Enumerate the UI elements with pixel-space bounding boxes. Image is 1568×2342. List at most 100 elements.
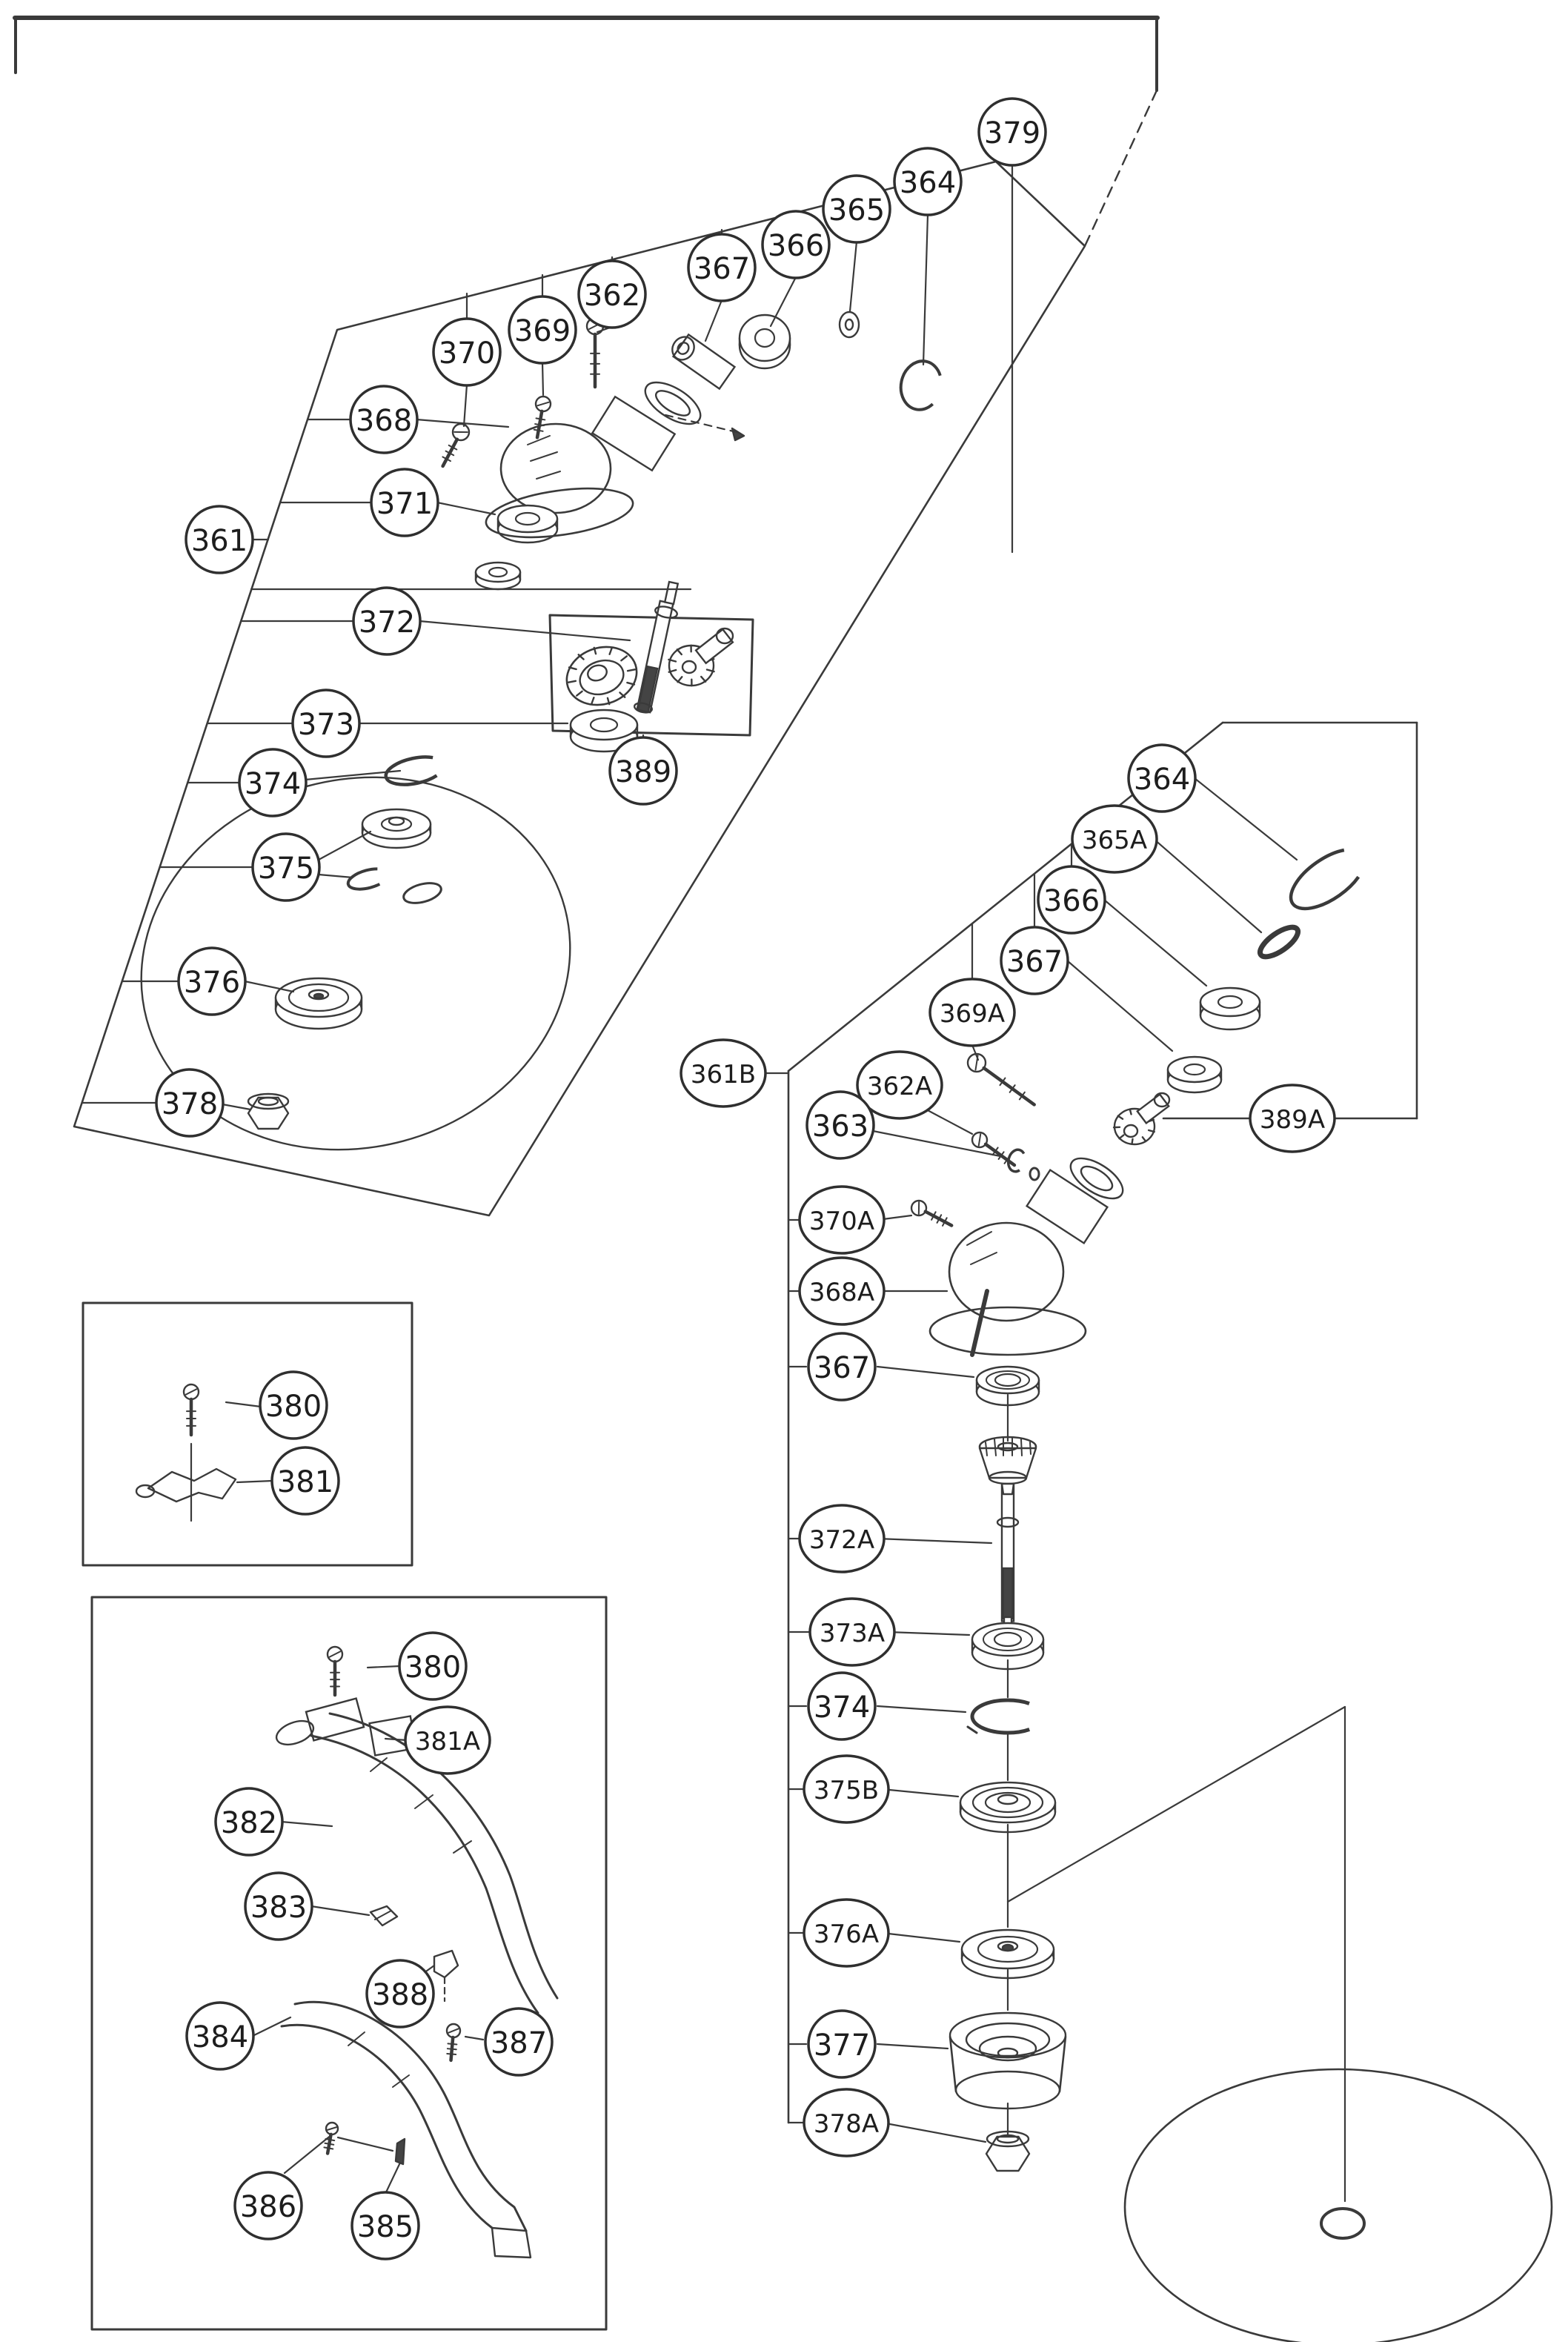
leader-line — [970, 1289, 989, 1357]
callout-373A — [808, 1597, 896, 1667]
leader-line — [1152, 837, 1263, 934]
callout-378 — [155, 1068, 225, 1138]
callout-361B-label: 361B — [691, 1060, 756, 1089]
snap-ring-374 — [384, 755, 446, 786]
part-shape — [984, 1791, 1032, 1814]
gear-teeth — [608, 647, 613, 655]
leader-line — [1029, 1442, 1032, 1455]
leader-line — [922, 213, 929, 366]
callout-365A — [1071, 804, 1158, 874]
callout-378A — [803, 2088, 890, 2157]
housing-flange — [644, 381, 702, 425]
pinion-gear — [1129, 1108, 1132, 1115]
leader-line — [317, 830, 372, 861]
callout-367 — [687, 233, 757, 302]
callout-365A-label: 365A — [1082, 826, 1147, 855]
screw-380b — [328, 1651, 342, 1658]
screw-370A — [942, 1217, 948, 1227]
leader-line — [971, 1044, 980, 1061]
leader-line — [283, 2133, 333, 2175]
leader-line — [453, 1840, 472, 1854]
gear-teeth — [577, 654, 585, 660]
housing2-flange — [1069, 1157, 1124, 1200]
screw-387 — [448, 2028, 459, 2034]
leader-line — [769, 276, 797, 328]
callout-385-label: 385 — [357, 2210, 413, 2244]
callout-371 — [370, 468, 439, 537]
screw-362A — [997, 1151, 1005, 1160]
part-shape — [993, 1631, 1023, 1648]
part-shape — [1002, 1567, 1014, 1620]
callout-362 — [577, 259, 647, 329]
callout-389A-label: 389A — [1260, 1105, 1325, 1135]
gear-teeth — [576, 690, 583, 697]
part-shape — [996, 1516, 1020, 1528]
clamp-381A — [305, 1697, 365, 1742]
leader-line — [336, 2136, 394, 2152]
callout-385 — [351, 2191, 420, 2260]
callout-388 — [365, 1959, 435, 2028]
part-shape — [1029, 1167, 1040, 1181]
part-shape — [694, 628, 734, 665]
part-shape — [135, 1484, 156, 1499]
part-shape — [997, 1442, 1019, 1452]
leader-line — [304, 769, 402, 781]
housing2-dome — [948, 1221, 1065, 1322]
callout-367-label: 367 — [694, 252, 750, 286]
leader-line — [880, 1931, 961, 1943]
callout-370A-label: 370A — [809, 1207, 874, 1236]
snap-ring-374b — [970, 1698, 1046, 1735]
part-shape — [983, 1628, 1033, 1651]
callout-373-label: 373 — [298, 708, 354, 742]
callout-373 — [291, 689, 361, 758]
leader-line — [310, 1905, 371, 1917]
callout-376A — [803, 1898, 890, 1968]
screw-370 — [448, 444, 458, 451]
leader-line — [530, 451, 558, 462]
gear-teeth — [619, 691, 626, 698]
nut-378 — [247, 1096, 290, 1130]
housing-dome — [499, 422, 612, 514]
callout-386 — [233, 2171, 303, 2240]
part-shape — [247, 1092, 290, 1110]
callout-381A-label: 381A — [415, 1727, 480, 1756]
part-shape — [310, 1734, 539, 2014]
leader-line — [1083, 89, 1158, 248]
callout-367 — [807, 1332, 877, 1401]
part-shape — [1153, 1092, 1171, 1108]
callout-372A — [798, 1504, 886, 1573]
callout-374-label: 374 — [245, 767, 301, 801]
section-frame — [13, 16, 1160, 248]
gear-teeth — [626, 681, 636, 686]
callout-362A — [856, 1050, 943, 1120]
screw-369A — [982, 1066, 1036, 1107]
leader-line — [1066, 959, 1174, 1052]
screw-370 — [445, 450, 455, 457]
callout-369-label: 369 — [514, 314, 571, 348]
callout-380 — [398, 1631, 468, 1701]
leader-line — [541, 361, 545, 397]
callout-375B — [803, 1754, 890, 1824]
part-shape — [997, 1794, 1019, 1805]
part-shape — [637, 665, 659, 714]
leader-line — [374, 1910, 392, 1920]
callout-362-label: 362 — [584, 279, 640, 313]
leader-line — [414, 1794, 433, 1809]
part-shape — [654, 390, 691, 417]
clip-363 — [1006, 1148, 1027, 1173]
section-gearhead-assembly-left: 3703693623673663653643793683713613723733… — [73, 97, 1086, 1217]
callout-387 — [484, 2007, 554, 2077]
leader-line — [527, 435, 551, 445]
screw-386 — [323, 2146, 334, 2150]
pin-385 — [394, 2137, 406, 2166]
callout-368-label: 368 — [356, 404, 412, 438]
callout-366 — [761, 210, 831, 279]
screw-369A — [999, 1077, 1006, 1087]
leader-line — [436, 501, 496, 516]
part-shape — [388, 816, 405, 826]
leader-line — [923, 1107, 974, 1135]
callout-368 — [349, 385, 419, 454]
gear-teeth — [606, 697, 611, 706]
